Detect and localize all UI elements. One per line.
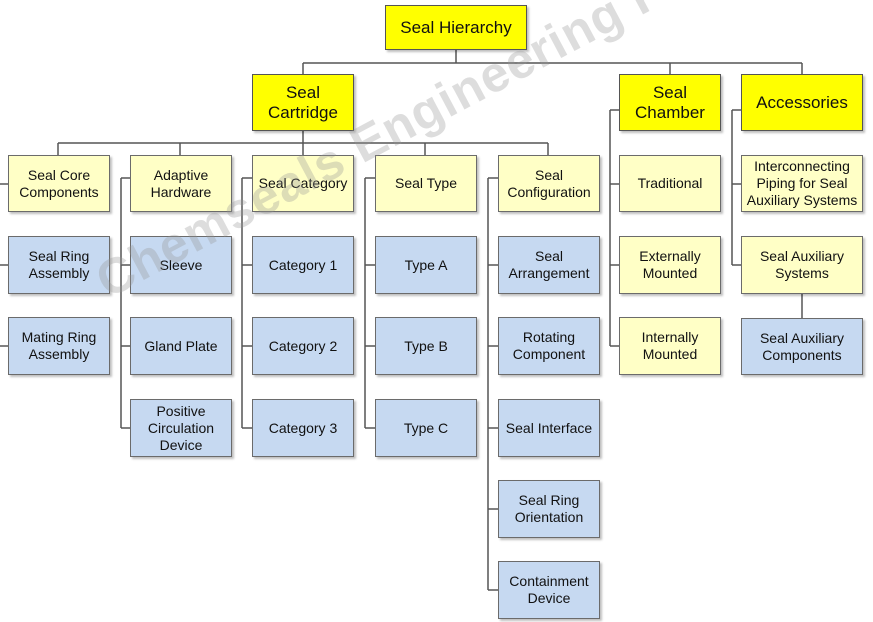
adaptive-hardware-node: Adaptive Hardware xyxy=(130,155,232,212)
positive-circulation-device-node: Positive Circulation Device xyxy=(130,399,232,457)
seal-category-node: Seal Category xyxy=(252,155,354,212)
mating-ring-assembly-node: Mating Ring Assembly xyxy=(8,317,110,375)
type-b-node: Type B xyxy=(375,317,477,375)
internally-mounted-node: Internally Mounted xyxy=(619,317,721,375)
gland-plate-node: Gland Plate xyxy=(130,317,232,375)
sleeve-node: Sleeve xyxy=(130,236,232,294)
type-c-node: Type C xyxy=(375,399,477,457)
seal-chamber-node: Seal Chamber xyxy=(619,74,721,131)
type-a-node: Type A xyxy=(375,236,477,294)
externally-mounted-node: Externally Mounted xyxy=(619,236,721,294)
seal-ring-orientation-node: Seal Ring Orientation xyxy=(498,480,600,538)
seal-auxiliary-systems-node: Seal Auxiliary Systems xyxy=(741,236,863,294)
seal-configuration-node: Seal Configuration xyxy=(498,155,600,212)
seal-auxiliary-components-node: Seal Auxiliary Components xyxy=(741,318,863,375)
seal-core-components-node: Seal Core Components xyxy=(8,155,110,212)
interconnecting-piping-node: Interconnecting Piping for Seal Auxiliar… xyxy=(741,155,863,212)
rotating-component-node: Rotating Component xyxy=(498,317,600,375)
category-3-node: Category 3 xyxy=(252,399,354,457)
seal-type-node: Seal Type xyxy=(375,155,477,212)
seal-arrangement-node: Seal Arrangement xyxy=(498,236,600,294)
seal-interface-node: Seal Interface xyxy=(498,399,600,457)
containment-device-node: Containment Device xyxy=(498,561,600,619)
category-2-node: Category 2 xyxy=(252,317,354,375)
seal-ring-assembly-node: Seal Ring Assembly xyxy=(8,236,110,294)
category-1-node: Category 1 xyxy=(252,236,354,294)
seal-cartridge-node: Seal Cartridge xyxy=(252,74,354,131)
root-node: Seal Hierarchy xyxy=(385,5,527,50)
traditional-node: Traditional xyxy=(619,155,721,212)
accessories-node: Accessories xyxy=(741,74,863,131)
